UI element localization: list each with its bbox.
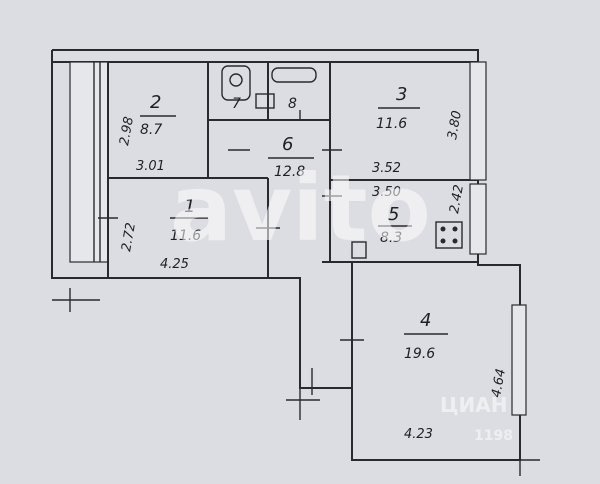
stove-icon [435, 221, 463, 249]
room-4-number: 4 [420, 310, 431, 331]
room-3-area: 11.6 [376, 116, 407, 132]
toilet-bowl-icon [229, 73, 243, 87]
window [511, 304, 527, 416]
room-4-area: 19.6 [404, 346, 435, 362]
burner-icon [440, 226, 446, 232]
room-1-number: 1 [184, 196, 195, 217]
sink-icon [255, 93, 275, 109]
burner-icon [440, 238, 446, 244]
room-5-dim-a: 3.50 [372, 185, 401, 200]
room-1-dim-a: 2.72 [119, 222, 139, 253]
room-5-area: 8.3 [380, 230, 402, 246]
room-3-dim-a: 3.80 [445, 110, 465, 141]
bathtub-icon [271, 67, 317, 83]
avito-watermark: avito [170, 155, 431, 262]
toilet-icon [221, 65, 251, 101]
room-2-number: 2 [150, 92, 161, 113]
burner-icon [452, 238, 458, 244]
room-2-dim-a: 2.98 [117, 116, 137, 147]
room-6-number: 6 [282, 134, 293, 155]
room-4-dim-b: 4.23 [404, 427, 433, 442]
burner-icon [452, 226, 458, 232]
kitchen-sink-icon [351, 241, 367, 259]
room-6-area: 12.8 [274, 164, 305, 180]
room-2-area: 8.7 [140, 122, 162, 138]
room-5-number: 5 [388, 204, 399, 225]
room-7-number: 7 [232, 96, 241, 112]
room-3-number: 3 [396, 84, 407, 105]
cian-watermark: ЦИАН [440, 393, 508, 417]
room-8-number: 8 [288, 96, 297, 112]
room-3-dim-b: 3.52 [372, 161, 401, 176]
window [469, 183, 487, 255]
room-5-dim-b: 2.42 [447, 184, 467, 215]
window [469, 61, 487, 181]
room-4-dim-a: 4.64 [489, 368, 509, 399]
cian-watermark-sub: 1198 [474, 428, 513, 444]
room-1-dim-b: 4.25 [160, 257, 189, 272]
room-2-dim-b: 3.01 [136, 159, 165, 174]
left-wall-band [69, 61, 109, 263]
room-1-area: 11.6 [170, 228, 201, 244]
